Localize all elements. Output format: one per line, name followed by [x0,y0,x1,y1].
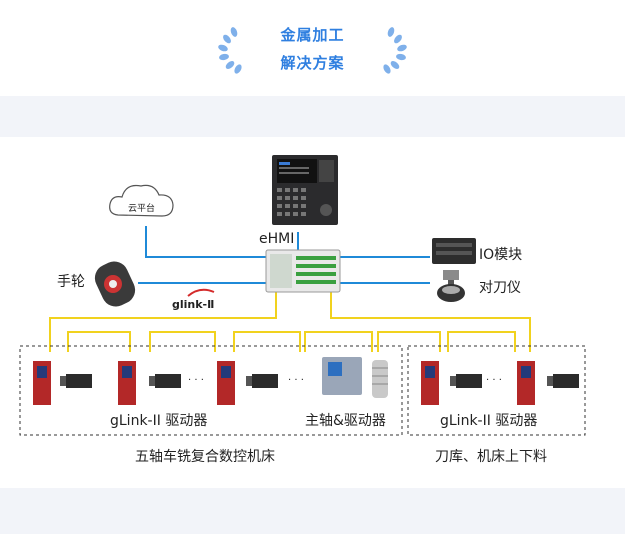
tool-setter-label: 对刀仪 [479,280,521,296]
controller-icon [265,249,341,293]
glink-bus [49,292,531,352]
ellipsis-dots: · · · [288,375,304,386]
servo-drive-icon [517,361,535,405]
machine-tool-group-box [19,345,403,436]
handwheel-label: 手轮 [57,274,85,290]
servo-motor-icon [149,374,181,388]
servo-drive-icon [421,361,439,405]
servo-drive-icon [217,361,235,405]
glink-logo-swoosh [187,288,215,297]
ehmi-label: eHMI [259,231,295,247]
servo-drive-icon [118,361,136,405]
ehmi-panel-icon [272,155,338,225]
servo-motor-icon [450,374,482,388]
servo-motor-icon [547,374,579,388]
tool-magazine-group-box [407,345,586,436]
spindle-drive-icon [322,357,362,395]
servo-motor-icon [60,374,92,388]
ellipsis-dots: · · · [486,375,502,386]
handwheel-icon [94,261,136,307]
io-module-label: IO模块 [479,247,523,263]
cloud-icon [109,184,174,217]
tool-magazine-caption: 刀库、机床上下料 [435,449,547,465]
right-drivers-label: gLink-II 驱动器 [440,413,538,429]
ellipsis-dots: · · · [188,375,204,386]
left-drivers-label: gLink-II 驱动器 [110,413,208,429]
ethernet-lines [138,226,430,284]
header-band [0,0,625,96]
left-laurel-icon [218,27,242,74]
spindle-motor-icon [372,360,388,398]
io-module-icon [432,238,476,264]
machine-tool-caption: 五轴车铣复合数控机床 [135,449,275,465]
tool-setter-icon [437,270,465,302]
title-line-2: 解决方案 [280,54,345,72]
glink-logo-text: glink-Ⅱ [172,298,215,311]
spindle-label: 主轴&驱动器 [305,413,386,429]
cloud-label: 云平台 [128,204,156,214]
right-laurel-icon [383,27,407,74]
servo-drive-icon [33,361,51,405]
servo-motor-icon [246,374,278,388]
title-line-1: 金属加工 [280,26,345,44]
